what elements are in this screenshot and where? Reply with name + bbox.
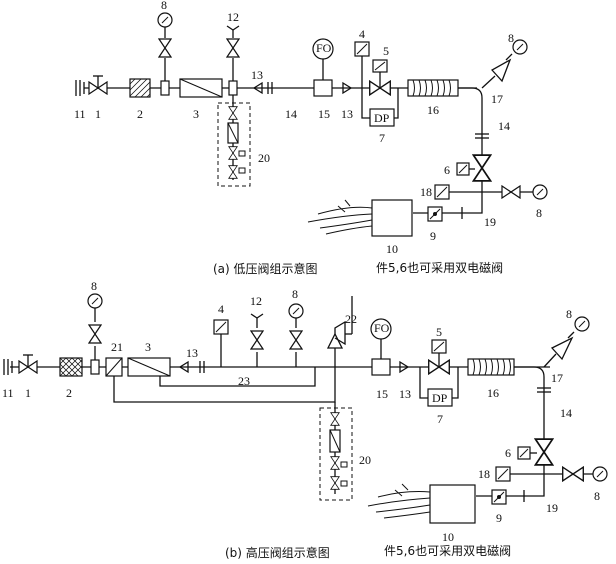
label-1: 1	[95, 107, 101, 121]
caption-a: (a) 低压阀组示意图	[213, 261, 318, 276]
slam-shut-15	[313, 79, 333, 97]
label-13b: 13	[341, 107, 353, 121]
burner-10	[371, 199, 413, 237]
label-n2: 2	[66, 386, 72, 400]
label-n18: 18	[478, 467, 490, 481]
label-n1: 1	[25, 386, 31, 400]
fo-circle	[312, 38, 334, 60]
filter-hatch	[129, 78, 151, 98]
connector-box	[160, 80, 170, 96]
diagram-a: 11 1 2 3 8 12 13 14 FO 15 13 4 5 DP 7 16…	[74, 0, 548, 276]
label-n21: 21	[111, 340, 123, 354]
label-8a: 8	[161, 0, 167, 12]
label-14a: 14	[285, 107, 297, 121]
label-dp: DP	[374, 111, 390, 125]
label-n4: 4	[218, 302, 224, 316]
label-3: 3	[193, 107, 199, 121]
label-n8b: 8	[292, 287, 298, 301]
label-fo: FO	[316, 41, 332, 55]
label-n12: 12	[250, 294, 262, 308]
label-n13b: 13	[399, 387, 411, 401]
note-a: 件5,6也可采用双电磁阀	[376, 260, 503, 275]
label-8b: 8	[508, 31, 514, 45]
label-n23: 23	[238, 374, 250, 388]
label-10: 10	[386, 242, 398, 256]
label-n8a: 8	[91, 279, 97, 293]
label-n5: 5	[436, 325, 442, 339]
label-n22: 22	[345, 312, 357, 326]
label-11: 11	[74, 107, 86, 121]
label-n8c: 8	[566, 307, 572, 321]
burner-10b	[429, 484, 476, 524]
label-14b: 14	[498, 119, 510, 133]
caption-b: (b) 高压阀组示意图	[225, 545, 330, 560]
elbow-17	[458, 87, 483, 205]
label-n20: 20	[359, 453, 371, 467]
label-18: 18	[420, 185, 432, 199]
dp-switch-7b	[427, 388, 453, 407]
label-n10: 10	[442, 530, 454, 544]
manual-valve-1	[88, 75, 108, 95]
dp-switch-7	[369, 108, 395, 127]
label-20: 20	[258, 151, 270, 165]
label-15: 15	[318, 107, 330, 121]
bypass-box-20b	[319, 407, 353, 501]
label-n8d: 8	[594, 489, 600, 503]
label-16: 16	[427, 103, 439, 117]
label-n14: 14	[560, 406, 572, 420]
label-n3: 3	[145, 340, 151, 354]
label-n19: 19	[546, 501, 558, 515]
label-17: 17	[491, 92, 503, 106]
label-9: 9	[430, 229, 436, 243]
label-n15: 15	[376, 387, 388, 401]
label-n9: 9	[496, 511, 502, 525]
slam-shut-15b	[371, 358, 391, 376]
label-12: 12	[227, 10, 239, 24]
note-b: 件5,6也可采用双电磁阀	[384, 543, 511, 558]
label-n7: 7	[437, 412, 443, 426]
flame-a	[307, 199, 373, 235]
label-n17: 17	[551, 371, 563, 385]
filter-2	[129, 78, 151, 98]
label-5: 5	[383, 44, 389, 58]
label-dp: DP	[432, 391, 448, 405]
diagram-b: 11 1 2 8 21 3 13 4 12 8 23 22 FO 15 13 5…	[2, 279, 608, 560]
label-19: 19	[484, 215, 496, 229]
bypass-box-20	[217, 102, 251, 187]
label-2: 2	[137, 107, 143, 121]
end-plug-11	[75, 80, 85, 96]
label-13a: 13	[251, 68, 263, 82]
junction-box	[228, 80, 238, 96]
label-8c: 8	[536, 206, 542, 220]
label-4: 4	[359, 27, 365, 41]
pipe-23	[113, 367, 336, 403]
label-n6: 6	[505, 446, 511, 460]
label-6: 6	[444, 163, 450, 177]
label-n11: 11	[2, 386, 14, 400]
label-n13a: 13	[186, 346, 198, 360]
label-n16: 16	[487, 386, 499, 400]
label-fo: FO	[374, 321, 390, 335]
label-7: 7	[379, 131, 385, 145]
